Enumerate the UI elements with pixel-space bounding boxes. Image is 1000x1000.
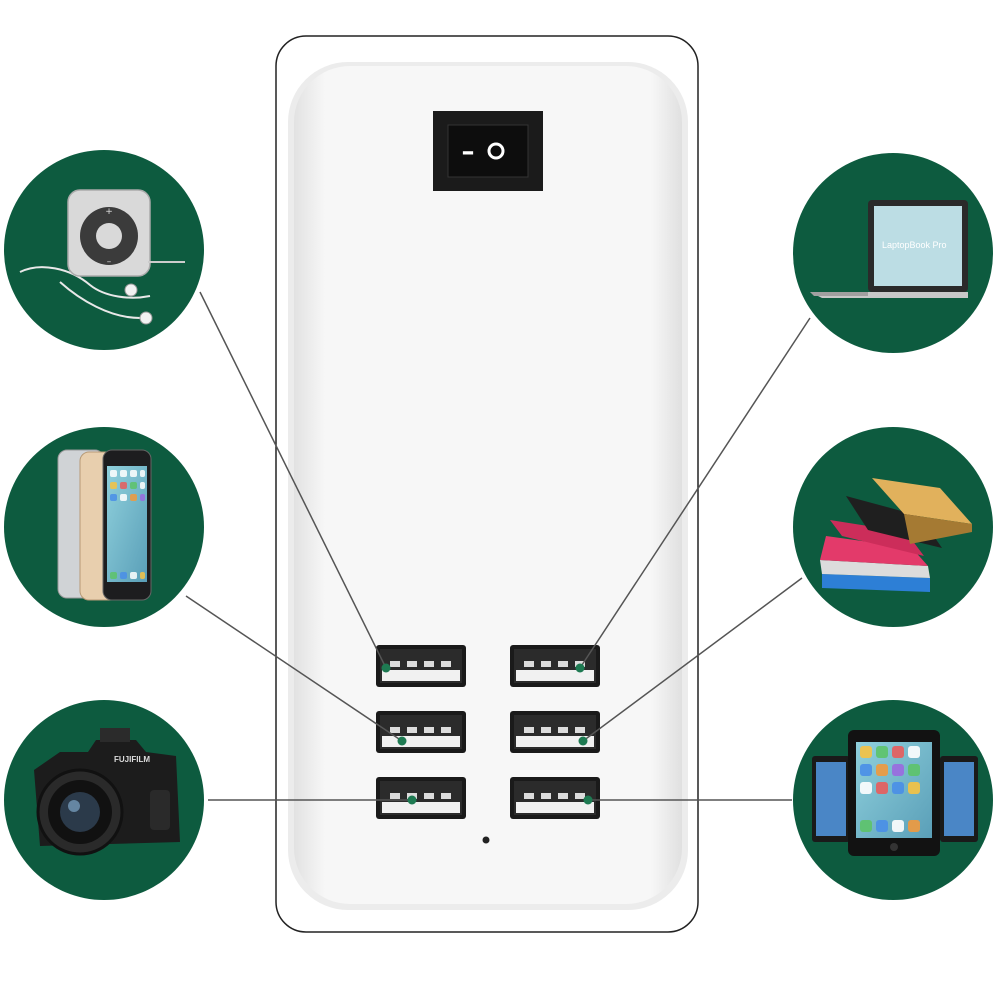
usb-port-tablets[interactable] bbox=[510, 777, 600, 819]
usb-port-mp3-player[interactable] bbox=[376, 645, 466, 687]
mp3-player-icon: + – bbox=[19, 189, 185, 325]
indicator-led bbox=[482, 836, 490, 844]
device-circle-tablets bbox=[793, 700, 993, 900]
usb-port-camera[interactable] bbox=[376, 777, 466, 819]
device-circle-mp3-player: + – bbox=[4, 150, 204, 350]
usb-port-smartphones[interactable] bbox=[376, 711, 466, 753]
port-dot-camera bbox=[407, 795, 417, 805]
connector-line-mp3-player bbox=[199, 291, 387, 669]
power-bank-icon bbox=[820, 478, 972, 592]
port-dot-power-banks bbox=[578, 736, 588, 746]
device-circle-laptop: LaptopBook Pro bbox=[793, 153, 993, 353]
usb-ports bbox=[376, 645, 600, 819]
device-circle-power-banks bbox=[793, 427, 993, 627]
port-dot-smartphones bbox=[397, 736, 407, 746]
power-switch-off-symbol bbox=[487, 142, 505, 160]
port-dot-mp3-player bbox=[381, 663, 391, 673]
usb-port-laptop[interactable] bbox=[510, 645, 600, 687]
smartphone-icon bbox=[57, 449, 152, 601]
camera-brand-text: FUJIFILM bbox=[114, 755, 150, 764]
svg-text:–: – bbox=[107, 257, 112, 267]
connector-line-smartphones bbox=[185, 595, 403, 742]
power-switch-on-symbol: – bbox=[462, 137, 475, 167]
port-dot-laptop bbox=[575, 663, 585, 673]
connector-lines bbox=[185, 291, 811, 805]
power-switch[interactable]: – bbox=[433, 111, 543, 191]
charger-body bbox=[288, 62, 688, 910]
svg-text:+: + bbox=[105, 207, 113, 217]
port-dot-tablets bbox=[583, 795, 593, 805]
tablet-icon bbox=[812, 730, 978, 856]
device-circle-camera: FUJIFILM bbox=[4, 700, 204, 900]
connector-line-laptop bbox=[579, 317, 811, 669]
connector-line-power-banks bbox=[582, 577, 803, 742]
camera-icon: FUJIFILM bbox=[34, 728, 180, 856]
laptop-icon: LaptopBook Pro bbox=[810, 200, 968, 298]
usb-port-power-banks[interactable] bbox=[510, 711, 600, 753]
device-circle-smartphones bbox=[4, 427, 204, 627]
laptop-screen-text: LaptopBook Pro bbox=[882, 240, 947, 250]
